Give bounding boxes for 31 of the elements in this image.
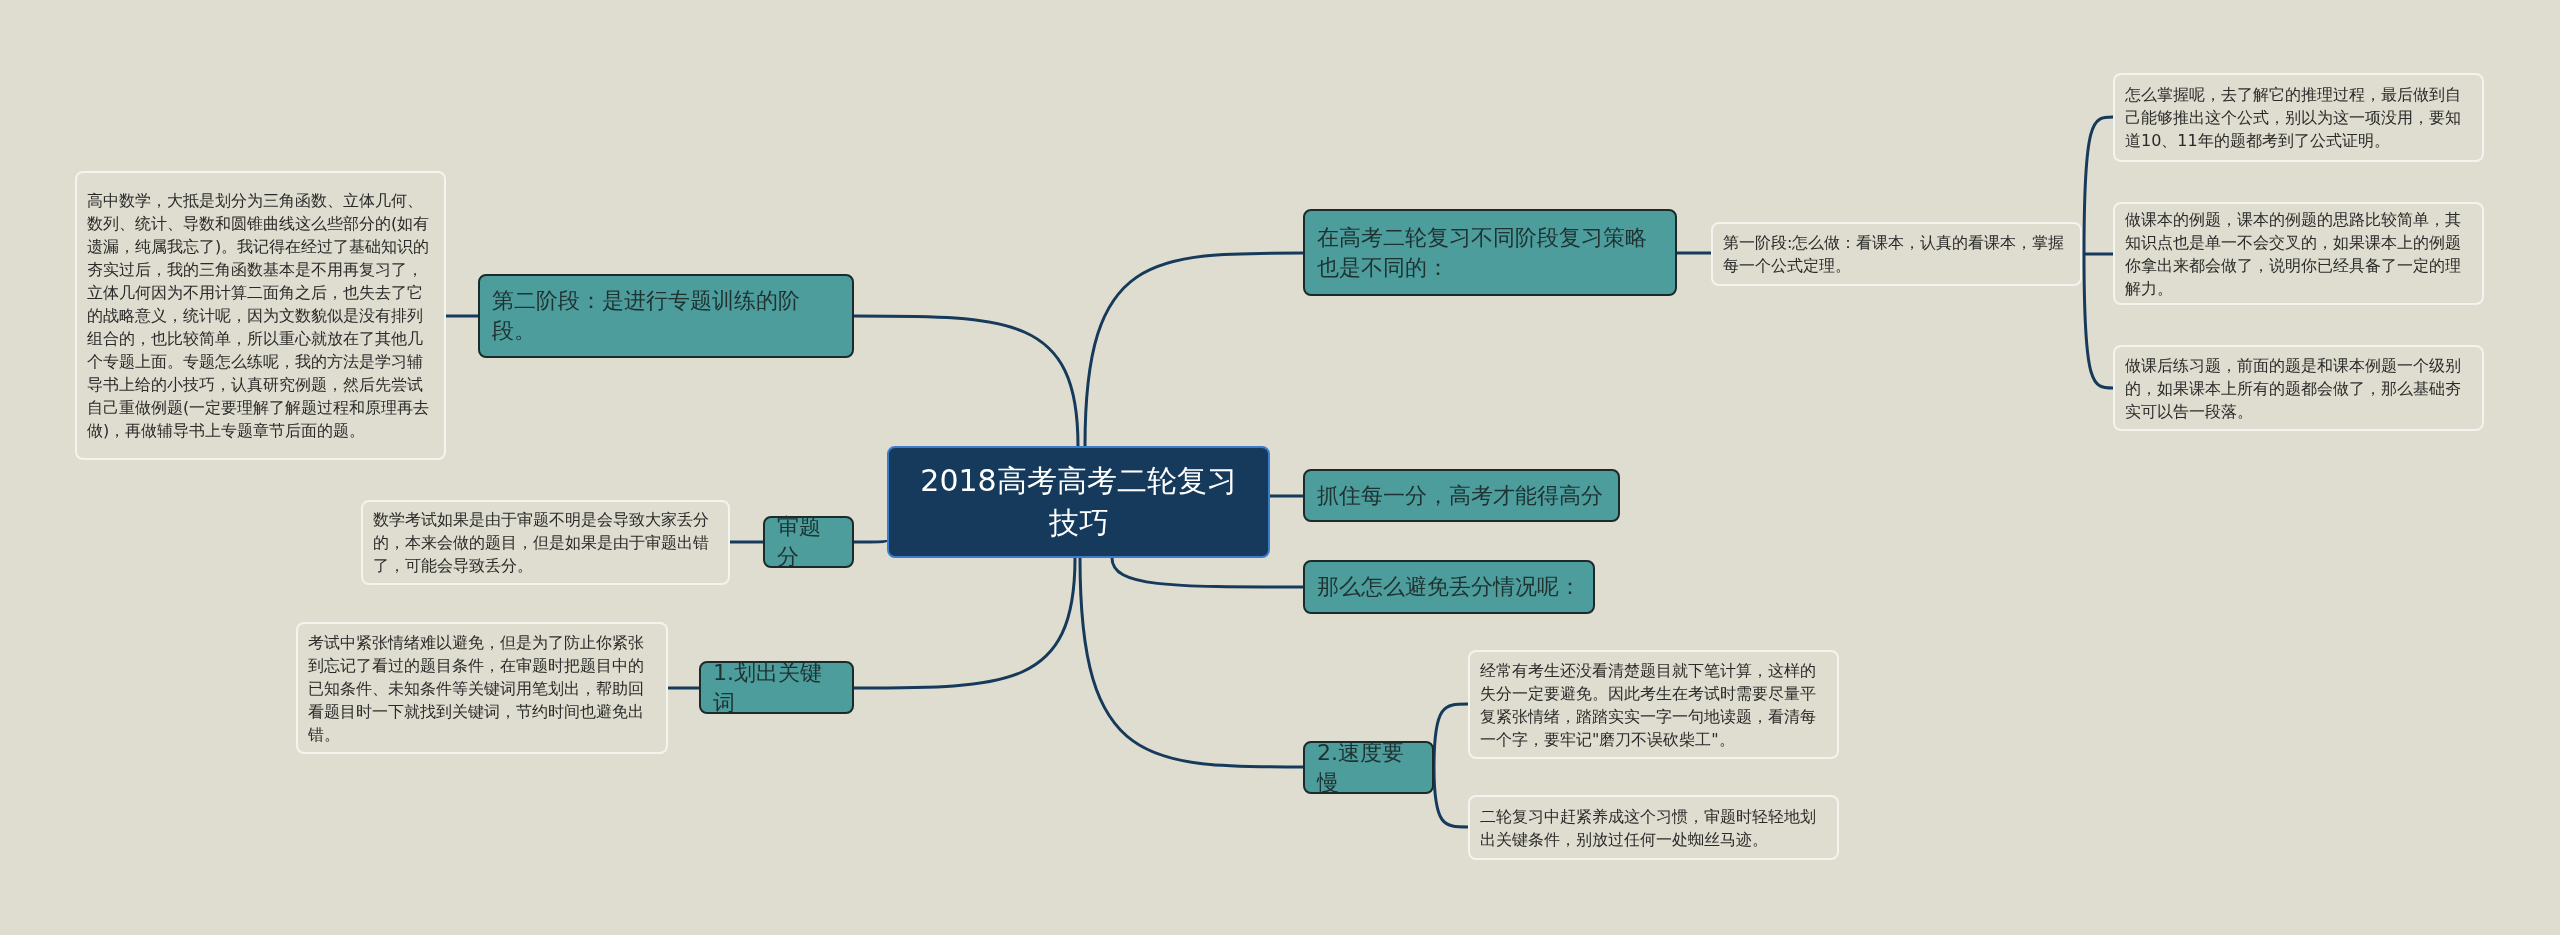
topic-box: 1.划出关键词 [699,661,854,714]
central-topic-box: 2018高考高考二轮复习技巧 [887,446,1270,558]
note-box: 做课后练习题，前面的题是和课本例题一个级别的，如果课本上所有的题都会做了，那么基础夯实可以告一段落。 [2113,345,2484,431]
topic-box: 第二阶段：是进行专题训练的阶段。 [478,274,854,358]
connector-line [668,686,699,690]
note-box: 第一阶段:怎么做：看课本，认真的看课本，掌握每一个公式定理。 [1711,222,2082,286]
connector-line [730,540,763,544]
note-box: 考试中紧张情绪难以避免，但是为了防止你紧张到忘记了看过的题目条件，在审题时把题目中的已知条件、未知条件等关键词用笔划出，帮助回看题目时一下就找到关键词，节约时间也避免出错。 [296,622,668,754]
note-box: 做课本的例题，课本的例题的思路比较简单，其知识点也是单一不会交叉的，如果课本上的例题你拿出来都会做了，说明你已经具备了一定的理解力。 [2113,202,2484,305]
connector-line [2082,254,2114,390]
connector-line [1270,494,1303,498]
connector-line [1432,766,1468,829]
connector-line [1078,557,1303,769]
note-box: 数学考试如果是由于审题不明是会导致大家丢分的，本来会做的题目，但是如果是由于审题出错了，可能会导致丢分。 [361,500,730,585]
topic-box: 抓住每一分，高考才能得高分 [1303,469,1620,522]
topic-box: 2.速度要慢 [1303,741,1434,794]
connector-line [854,538,888,544]
connector-line [854,557,1077,690]
connector-line [446,314,478,318]
connector-line [1677,251,1711,255]
topic-box: 审题分 [763,516,854,568]
note-box: 经常有考生还没看清楚题目就下笔计算，这样的失分一定要避免。因此考生在考试时需要尽量平复紧张情绪，踏踏实实一字一句地读题，看清每一个字，要牢记"磨刀不误砍柴工"。 [1468,650,1839,759]
connector-line [854,314,1080,447]
connector-line [1083,251,1303,447]
topic-box: 在高考二轮复习不同阶段复习策略也是不同的： [1303,209,1677,296]
note-box: 怎么掌握呢，去了解它的推理过程，最后做到自己能够推出这个公式，别以为这一项没用，要知道10、11年的题都考到了公式证明。 [2113,73,2484,162]
connector-line [2084,252,2113,256]
note-box: 高中数学，大抵是划分为三角函数、立体几何、数列、统计、导数和圆锥曲线这么些部分的(如有遗漏，纯属我忘了)。我记得在经过了基础知识的夯实过后，我的三角函数基本是不用再复习了，立体几何因为不用计算二面角之后，也失去了它的战略意义，统计呢，因为文数貌似是没有排列组合的，也比较简单，所以重心就放在了其他几个专题上面。专题怎么练呢，我的方法是学习辅导书上给的小技巧，认真研究例题，然后先尝试自己重做例题(一定要理解了解题过程和原理再去做)，再做辅导书上专题章节后面的题。 [75,171,446,460]
note-box: 二轮复习中赶紧养成这个习惯，审题时轻轻地划出关键条件，别放过任何一处蜘丝马迹。 [1468,795,1839,860]
topic-box: 那么怎么避免丢分情况呢： [1303,560,1595,614]
connector-line [1110,557,1303,589]
